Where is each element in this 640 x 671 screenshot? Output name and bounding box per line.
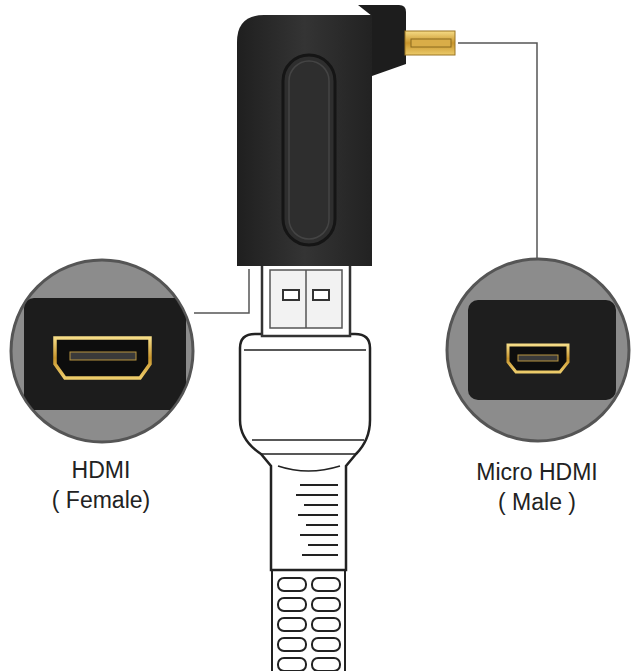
plug-grip [296,485,338,555]
recess-highlight [289,61,329,239]
braid-cell [278,578,306,591]
port-housing [24,298,186,410]
micro-hdmi-plug [405,31,455,55]
callout-label: Micro HDMI [476,458,597,486]
port-housing [468,300,616,400]
micro-hdmi-port [508,345,568,372]
tip-inner [270,270,342,328]
braid-cell [312,618,340,631]
micro-hdmi-closeup [468,300,616,400]
adapter-oval-recess [283,55,335,245]
grip-line [308,544,338,546]
tip-seam [305,270,307,328]
callout-label: ( Female) [52,486,150,514]
braid-cell [278,618,306,631]
cable [272,566,345,671]
grip-line [302,554,338,556]
braid-cell [278,658,306,671]
callout-circle [447,259,629,441]
callout-label: ( Male ) [498,488,576,516]
pin-strip [70,352,136,360]
grip-line [296,494,338,496]
grip-line [298,514,338,516]
braid-cell [312,658,340,671]
plug-ridge [262,454,355,471]
plug-slot [411,39,451,47]
callout-circle [11,260,193,442]
hdmi-female-closeup [24,298,186,410]
grip-line [300,484,338,486]
tip-hole [283,290,299,300]
adapter-body [237,15,372,266]
hdmi-plug-tip [262,262,350,336]
grip-line [304,504,338,506]
cable-braid [278,578,340,671]
leader-line [458,43,537,258]
plug-ridge [244,350,366,440]
braid-cell [312,638,340,651]
pin-strip [518,355,558,361]
leader-line [194,269,249,313]
callout-label: HDMI [72,456,131,484]
hdmi-port [55,338,150,378]
braid-cell [278,598,306,611]
hdmi-plug-body [240,334,370,570]
braid-cell [278,638,306,651]
grip-line [300,534,338,536]
braid-cell [312,598,340,611]
braid-cell [312,578,340,591]
grip-line [306,524,338,526]
tip-hole [313,290,329,300]
